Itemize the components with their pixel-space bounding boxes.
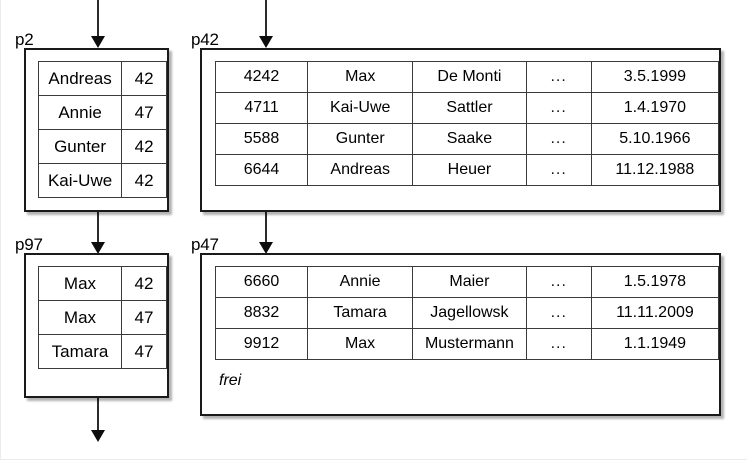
cell-name: Andreas [37, 61, 123, 96]
cell-firstname: Kai-Uwe [307, 92, 414, 124]
data-table-p47: 6660 Annie Maier ... 1.5.1978 8832 Tamar… [214, 266, 720, 360]
cell-id: 6644 [214, 154, 309, 186]
cell-date: 1.5.1978 [590, 266, 720, 298]
page-label-p47: p47 [191, 235, 219, 254]
cell-name: Max [38, 266, 122, 301]
cell-date: 11.11.2009 [590, 297, 720, 329]
table-row[interactable]: Gunter 42 [37, 129, 167, 164]
cell-more: ... [525, 154, 592, 186]
cell-firstname: Max [307, 328, 414, 360]
page-box-p42[interactable]: 4242 Max De Monti ... 3.5.1999 4711 Kai-… [200, 48, 721, 212]
cell-id: 8832 [214, 297, 309, 329]
cell-value: 42 [121, 61, 167, 96]
index-table-p97: Max 42 Max 47 Tamara 47 [38, 266, 168, 369]
cell-lastname: Sattler [412, 92, 527, 124]
table-row[interactable]: Max 47 [38, 300, 168, 335]
cell-id: 4711 [214, 92, 309, 124]
cell-value: 47 [120, 334, 168, 369]
cell-value: 47 [121, 95, 167, 130]
cell-firstname: Max [307, 61, 414, 93]
free-space-label: frei [219, 372, 242, 389]
cell-name: Annie [37, 95, 123, 130]
table-row[interactable]: 9912 Max Mustermann ... 1.1.1949 [214, 328, 720, 360]
cell-lastname: Saake [412, 123, 527, 155]
cell-name: Gunter [37, 129, 123, 164]
cell-id: 4242 [214, 61, 309, 93]
table-row[interactable]: Andreas 42 [37, 61, 167, 96]
cell-more: ... [525, 266, 592, 298]
cell-lastname: Heuer [412, 154, 527, 186]
cell-value: 42 [121, 129, 167, 164]
cell-value: 42 [120, 266, 168, 301]
cell-firstname: Annie [307, 266, 414, 298]
table-row[interactable]: Annie 47 [37, 95, 167, 130]
table-row[interactable]: 4242 Max De Monti ... 3.5.1999 [214, 61, 720, 93]
table-row[interactable]: 8832 Tamara Jagellowsk ... 11.11.2009 [214, 297, 720, 329]
cell-firstname: Gunter [307, 123, 414, 155]
cell-date: 5.10.1966 [590, 123, 720, 155]
cell-lastname: Mustermann [412, 328, 527, 360]
cell-value: 47 [120, 300, 168, 335]
cell-firstname: Andreas [307, 154, 414, 186]
cell-name: Tamara [38, 334, 122, 369]
arrow-out-of-p97 [90, 398, 106, 442]
cell-date: 1.4.1970 [590, 92, 720, 124]
cell-lastname: Jagellowsk [412, 297, 527, 329]
cell-firstname: Tamara [307, 297, 414, 329]
cell-name: Max [38, 300, 122, 335]
index-table-p2: Andreas 42 Annie 47 Gunter 42 Kai-Uwe 42 [37, 61, 167, 198]
table-row[interactable]: Tamara 47 [38, 334, 168, 369]
table-row[interactable]: 6660 Annie Maier ... 1.5.1978 [214, 266, 720, 298]
cell-date: 3.5.1999 [590, 61, 720, 93]
cell-more: ... [525, 123, 592, 155]
table-row[interactable]: 6644 Andreas Heuer ... 11.12.1988 [214, 154, 720, 186]
page-label-p2: p2 [15, 30, 34, 49]
cell-value: 42 [121, 163, 167, 198]
cell-id: 6660 [214, 266, 309, 298]
page-box-p2[interactable]: Andreas 42 Annie 47 Gunter 42 Kai-Uwe 42 [24, 48, 169, 212]
cell-id: 9912 [214, 328, 309, 360]
cell-date: 1.1.1949 [590, 328, 720, 360]
page-box-p47[interactable]: 6660 Annie Maier ... 1.5.1978 8832 Tamar… [200, 253, 721, 416]
cell-date: 11.12.1988 [590, 154, 720, 186]
table-row[interactable]: Kai-Uwe 42 [37, 163, 167, 198]
arrow-into-p42 [258, 0, 274, 48]
data-table-p42: 4242 Max De Monti ... 3.5.1999 4711 Kai-… [214, 61, 720, 186]
table-row[interactable]: Max 42 [38, 266, 168, 301]
cell-more: ... [525, 328, 592, 360]
page-label-p97: p97 [15, 235, 43, 254]
page-box-p97[interactable]: Max 42 Max 47 Tamara 47 [24, 253, 169, 398]
table-row[interactable]: 4711 Kai-Uwe Sattler ... 1.4.1970 [214, 92, 720, 124]
cell-lastname: De Monti [412, 61, 527, 93]
arrow-p2-to-p97 [90, 212, 106, 254]
cell-more: ... [525, 61, 592, 93]
arrow-into-p2 [90, 0, 106, 48]
table-row[interactable]: 5588 Gunter Saake ... 5.10.1966 [214, 123, 720, 155]
cell-more: ... [525, 92, 592, 124]
cell-more: ... [525, 297, 592, 329]
cell-id: 5588 [214, 123, 309, 155]
cell-lastname: Maier [412, 266, 527, 298]
page-label-p42: p42 [191, 30, 219, 49]
arrow-p42-to-p47 [258, 212, 274, 254]
cell-name: Kai-Uwe [37, 163, 123, 198]
